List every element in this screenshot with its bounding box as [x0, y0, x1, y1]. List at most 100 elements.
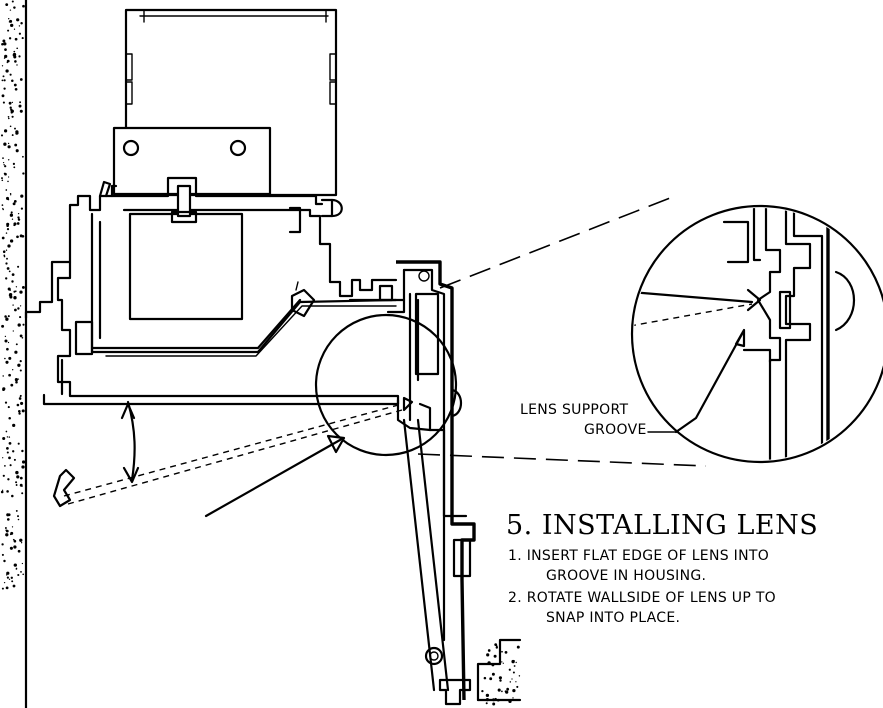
stipple-dot — [3, 559, 6, 563]
stipple-dot — [15, 380, 18, 384]
stipple-dot — [19, 334, 23, 338]
stipple-dot — [8, 442, 12, 445]
stipple-dot — [9, 73, 12, 76]
stipple-dot — [5, 360, 9, 364]
stipple-dot — [512, 671, 515, 674]
stipple-dot — [19, 476, 23, 480]
stipple-dot — [19, 316, 22, 319]
stipple-dot — [10, 211, 13, 214]
stipple-dot — [16, 18, 20, 22]
stipple-dot — [8, 456, 11, 460]
stipple-dot — [485, 702, 488, 705]
stipple-dot — [10, 194, 12, 196]
stipple-dot — [21, 460, 26, 464]
stipple-dot — [2, 250, 6, 253]
stipple-dot — [515, 681, 517, 683]
stipple-dot — [11, 494, 14, 498]
stipple-dot — [20, 194, 24, 198]
stipple-dot — [19, 104, 22, 107]
stipple-dot — [485, 697, 490, 702]
stipple-dot — [5, 529, 9, 533]
stipple-dot — [496, 698, 500, 702]
stipple-dot — [9, 289, 11, 291]
stipple-dot — [2, 39, 6, 43]
stipple-dot — [12, 162, 16, 166]
stipple-dot — [1, 179, 4, 182]
stipple-dot — [17, 307, 20, 310]
stipple-dot — [10, 576, 13, 579]
step-1-line-1: 1. INSERT FLAT EDGE OF LENS INTO — [508, 548, 769, 564]
stipple-dot — [511, 678, 513, 680]
stipple-dot — [2, 474, 5, 477]
stipple-dot — [15, 286, 18, 288]
stipple-dot — [20, 401, 24, 405]
stipple-dot — [5, 69, 9, 73]
stipple-dot — [8, 416, 11, 420]
stipple-dot — [17, 515, 19, 518]
stipple-dot — [15, 290, 17, 293]
stipple-dot — [22, 172, 25, 175]
stipple-dot — [18, 397, 22, 400]
stipple-dot — [518, 675, 521, 677]
stipple-dot — [6, 447, 9, 450]
stipple-dot — [8, 101, 12, 105]
stipple-dot — [13, 296, 17, 300]
stipple-dot — [486, 653, 490, 657]
stipple-dot — [3, 87, 6, 90]
step-2-line-1: 2. ROTATE WALLSIDE OF LENS UP TO — [508, 590, 776, 606]
stipple-dot — [2, 457, 4, 459]
stipple-dot — [1, 543, 4, 546]
stipple-dot — [12, 584, 16, 588]
stipple-dot — [501, 661, 503, 663]
stipple-dot — [17, 442, 20, 445]
stipple-dot — [9, 106, 12, 109]
stipple-dot — [7, 315, 10, 318]
stipple-dot — [17, 549, 21, 553]
stipple-dot — [3, 142, 7, 146]
stipple-dot — [515, 661, 517, 664]
lens — [52, 400, 403, 518]
stipple-dot — [17, 363, 21, 367]
stipple-dot — [516, 685, 519, 688]
stipple-dot — [16, 222, 20, 225]
stipple-dot — [18, 410, 21, 413]
stipple-dot — [14, 143, 18, 147]
stipple-dot — [17, 378, 20, 380]
stipple-dot — [10, 531, 14, 535]
stipple-dot — [6, 490, 9, 493]
stipple-dot — [17, 218, 21, 221]
stipple-dot — [12, 202, 16, 206]
stipple-dot — [6, 513, 10, 517]
stipple-dot — [19, 369, 22, 372]
stipple-dot — [21, 562, 24, 565]
stipple-dot — [7, 176, 10, 178]
wall-section — [0, 0, 28, 708]
stipple-dot — [14, 350, 18, 354]
stipple-dot — [4, 401, 8, 404]
stipple-dot — [6, 228, 10, 231]
stipple-dot — [7, 29, 10, 32]
stipple-dot — [8, 436, 11, 438]
stipple-dot — [9, 19, 13, 23]
stipple-dot — [11, 101, 14, 104]
stipple-dot — [9, 546, 13, 550]
stipple-dot — [5, 232, 8, 234]
stipple-dot — [15, 130, 19, 134]
driver-box — [112, 8, 338, 197]
stipple-dot — [7, 145, 11, 149]
stipple-dot — [5, 249, 8, 251]
stipple-dot — [5, 189, 8, 191]
stipple-dot — [11, 115, 14, 118]
stipple-dot — [2, 208, 4, 211]
stipple-dot — [497, 688, 501, 692]
stipple-dot — [16, 403, 20, 407]
stipple-dot — [1, 204, 4, 206]
stipple-dot — [501, 650, 503, 653]
stipple-dot — [6, 436, 9, 438]
stipple-dot — [12, 450, 15, 453]
stipple-dot — [20, 571, 22, 573]
stipple-dot — [1, 587, 4, 590]
instructions-block: 5. INSTALLING LENS 1. INSERT FLAT EDGE O… — [506, 510, 818, 626]
stipple-dot — [13, 222, 17, 226]
